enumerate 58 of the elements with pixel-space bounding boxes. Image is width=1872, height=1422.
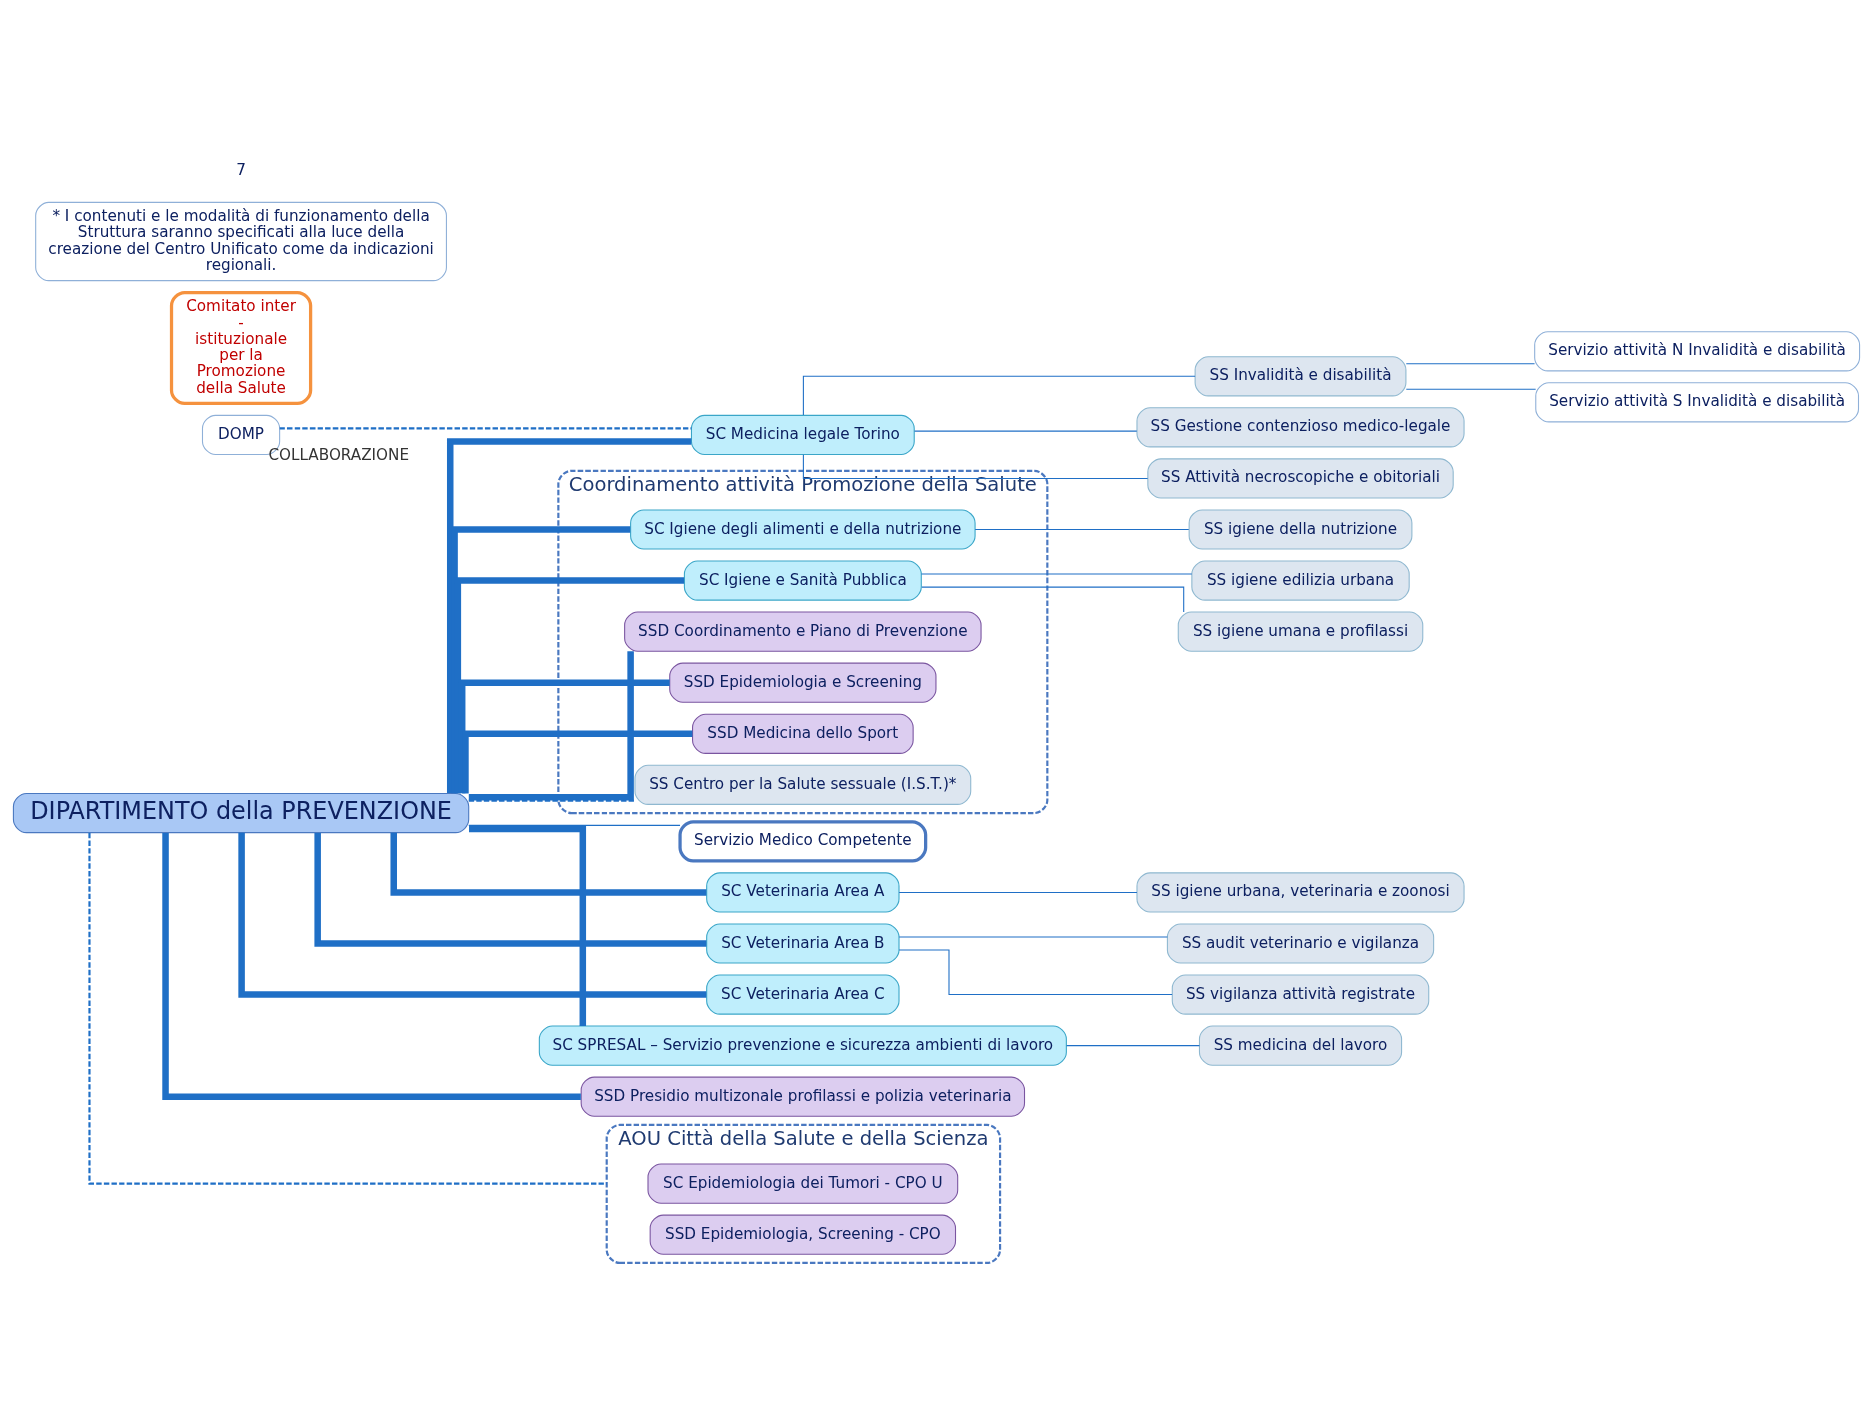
connector xyxy=(458,678,670,793)
connector xyxy=(161,832,581,1100)
node-box: DIPARTIMENTO della PREVENZIONE xyxy=(12,792,469,833)
connector xyxy=(87,832,607,1185)
node-box: Servizio attività S Invalidità e disabilità xyxy=(1534,381,1859,422)
connector xyxy=(802,453,1148,479)
connector xyxy=(468,825,586,1026)
node-box: * I contenuti e le modalità di funzionamento della Struttura saranno specificati alla luce della creazione del Centro Unificato come da indicazioni regionali. xyxy=(34,201,447,281)
node-box: Comitato inter - istituzionale per la Promozione della Salute xyxy=(169,290,312,405)
node-box: SSD Medicina dello Sport xyxy=(691,713,914,754)
connector xyxy=(467,824,681,826)
connector xyxy=(898,891,1137,893)
node-box: SC SPRESAL – Servizio prevenzione e sicurezza ambienti di lavoro xyxy=(538,1025,1067,1066)
label: 7 xyxy=(235,160,246,179)
node-box: SS audit veterinario e vigilanza xyxy=(1166,922,1434,964)
node-box: SC Igiene e Sanità Pubblica xyxy=(683,559,922,601)
connector xyxy=(468,799,635,802)
node-box: Servizio Medico Competente xyxy=(677,819,927,863)
connector xyxy=(454,576,684,793)
connector xyxy=(898,935,1168,937)
connector xyxy=(913,430,1137,432)
node-box: Servizio attività N Invalidità e disabilità xyxy=(1533,330,1860,371)
node-box: SC Epidemiologia dei Tumori - CPO U xyxy=(646,1163,958,1204)
connector xyxy=(1405,362,1535,364)
node-box: SC Veterinaria Area B xyxy=(705,922,900,964)
node-box: SC Medicina legale Torino xyxy=(690,414,915,455)
connector xyxy=(468,650,634,800)
node-box: SS Gestione contenzioso medico-legale xyxy=(1135,406,1465,447)
connector xyxy=(279,426,691,430)
node-box: SSD Presidio multizonale profilassi e polizia veterinaria xyxy=(580,1076,1025,1117)
connector xyxy=(446,437,691,793)
node-box: SS igiene urbana, veterinaria e zoonosi xyxy=(1135,871,1465,913)
node-box: SC Veterinaria Area C xyxy=(705,973,900,1015)
node-box: SSD Epidemiologia e Screening xyxy=(668,662,936,703)
connector xyxy=(461,730,692,793)
connector xyxy=(1065,1044,1200,1046)
connector xyxy=(920,573,1192,575)
node-box: SS igiene edilizia urbana xyxy=(1190,559,1410,601)
connector xyxy=(1405,388,1536,390)
node-box: SS Invalidità e disabilità xyxy=(1194,355,1406,396)
node-box: SS igiene della nutrizione xyxy=(1188,508,1412,550)
connector xyxy=(802,375,1196,416)
connector xyxy=(389,832,706,896)
node-box: SS Attività necroscopiche e obitoriali xyxy=(1146,457,1454,499)
node-box: SC Veterinaria Area A xyxy=(705,871,900,913)
node-box: SC Igiene degli alimenti e della nutrizione xyxy=(629,508,976,550)
connector xyxy=(920,586,1184,612)
node-box: SS Centro per la Salute sessuale (I.S.T.)* xyxy=(633,764,971,805)
connector xyxy=(450,525,630,793)
connector xyxy=(237,832,706,998)
node-box: SS vigilanza attività registrate xyxy=(1171,973,1429,1015)
node-box: SSD Epidemiologia, Screening - CPO xyxy=(649,1214,956,1255)
node-box: SSD Coordinamento e Piano di Prevenzione xyxy=(623,611,982,652)
connector xyxy=(313,832,706,947)
node-box: SS igiene umana e profilassi xyxy=(1177,611,1423,652)
node-box: SS medicina del lavoro xyxy=(1198,1025,1402,1066)
connector xyxy=(974,528,1189,530)
connector xyxy=(898,948,1173,995)
